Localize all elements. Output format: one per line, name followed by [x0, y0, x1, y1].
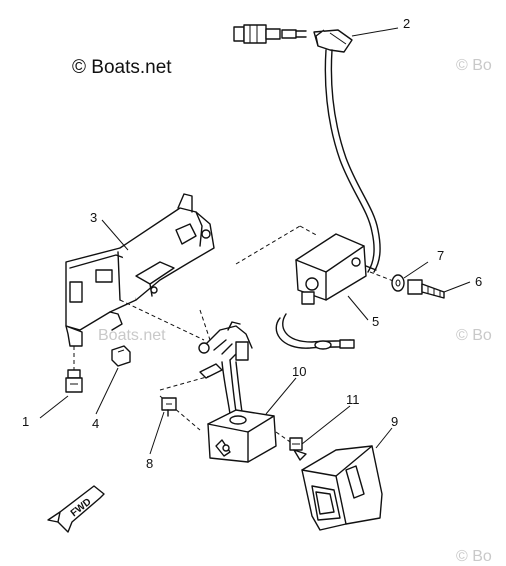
- callout-2: 2: [403, 16, 410, 31]
- watermark: © Bo: [456, 57, 492, 74]
- fwd-arrow-icon: FWD: [47, 485, 105, 533]
- callout-7: 7: [437, 248, 444, 263]
- callout-4: 4: [92, 416, 99, 431]
- callout-3: 3: [90, 210, 97, 225]
- callout-10: 10: [292, 364, 306, 379]
- clip-part-4: [111, 345, 131, 367]
- watermark: Boats.net: [98, 327, 166, 344]
- cdi-unit-part: [207, 409, 277, 463]
- callout-6: 6: [475, 274, 482, 289]
- bolt-part-11: [289, 437, 307, 461]
- copyright-text: © Boats.net: [72, 57, 172, 78]
- wire-harness: [198, 313, 355, 415]
- watermark: © Bo: [456, 327, 492, 344]
- bolt-part-6: [407, 279, 445, 299]
- callout-1: 1: [22, 414, 29, 429]
- callout-9: 9: [391, 414, 398, 429]
- spark-plug-cap-part: [233, 24, 381, 273]
- ignition-coil-part: [295, 233, 377, 305]
- callout-5: 5: [372, 314, 379, 329]
- washer-part-7: [391, 274, 405, 292]
- bolt-part-8: [161, 397, 177, 417]
- screw-part-1: [65, 369, 83, 393]
- cover-part-9: [301, 445, 383, 531]
- callout-11: 11: [346, 392, 360, 407]
- bracket-part: [65, 193, 215, 347]
- callout-8: 8: [146, 456, 153, 471]
